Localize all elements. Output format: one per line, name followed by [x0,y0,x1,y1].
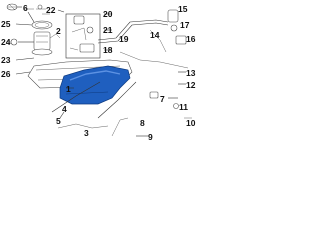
callout-13: 13 [186,68,196,78]
component-kit-box [65,13,101,59]
callout-21: 21 [103,25,113,35]
callout-9: 9 [148,132,153,142]
tank-straps [51,81,137,119]
callout-18: 18 [103,45,113,55]
small-part-group-top [24,4,50,15]
callout-22: 22 [46,5,56,15]
sending-unit-ring [31,20,53,30]
bottom-hardware [57,91,192,137]
callout-6: 6 [23,3,28,13]
callout-20: 20 [103,9,113,19]
parts-illustration: 6 22 25 24 23 26 1 20 21 18 19 2 4 5 3 1… [1,3,196,142]
callout-24: 24 [1,37,11,47]
callout-15: 15 [178,4,188,14]
callout-5: 5 [56,116,61,126]
callout-26: 26 [1,69,11,79]
kit-parts [69,15,95,53]
filter-part [6,38,18,46]
fuel-system-diagram: 6 22 25 24 23 26 1 20 21 18 19 2 4 5 3 1… [0,0,200,147]
vapor-canister [167,9,187,45]
callout-1: 1 [66,84,71,94]
fuel-cap-part [6,3,18,11]
callout-10: 10 [186,118,196,128]
fuel-pump-module [31,31,61,56]
callout-16: 16 [186,34,196,44]
callout-12: 12 [186,80,196,90]
leader-lines [15,6,186,137]
callout-7: 7 [160,94,165,104]
callout-11: 11 [179,102,188,112]
callout-17: 17 [180,20,190,30]
callout-19: 19 [119,34,129,44]
callout-14: 14 [150,30,160,40]
fuel-lines [97,19,189,69]
callout-8: 8 [140,118,145,128]
callout-3: 3 [84,128,89,138]
callout-25: 25 [1,19,11,29]
callout-2: 2 [56,26,61,36]
callout-23: 23 [1,55,11,65]
callout-4: 4 [62,104,67,114]
